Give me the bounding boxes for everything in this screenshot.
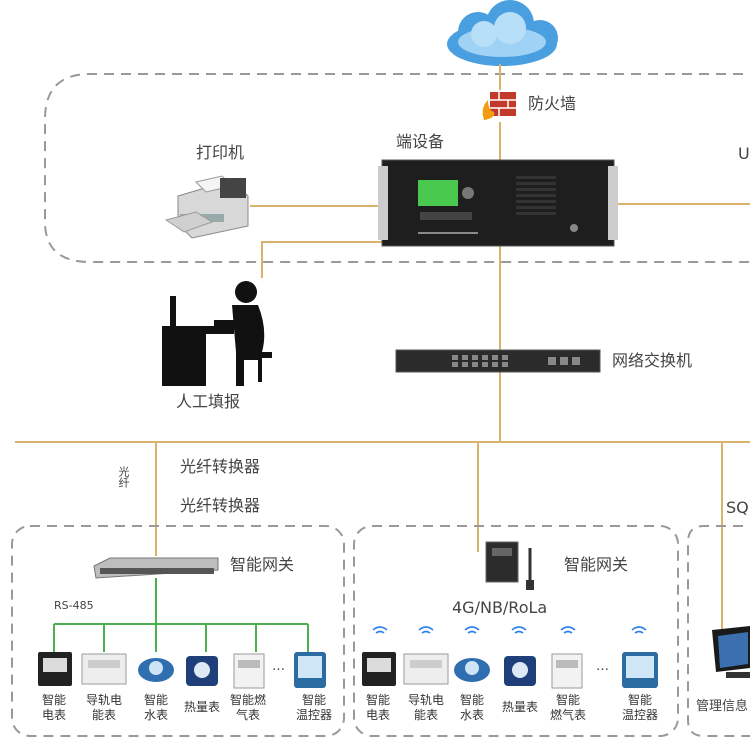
electric-meter-icon: [38, 652, 72, 686]
middle-gateway-label: 智能网关: [564, 555, 629, 574]
middle-device-name: 导轨电能表: [407, 693, 444, 722]
converter-label-2: 光纤转换器: [180, 496, 261, 515]
switch-label: 网络交换机: [612, 351, 693, 370]
middle-device-name: 智能水表: [459, 693, 484, 722]
wifi-icons: [372, 626, 647, 634]
rs485-label: RS-485: [54, 599, 94, 612]
middle-device-icons: [362, 652, 658, 689]
network-switch-icon: [395, 349, 601, 373]
firewall-label: 防火墙: [528, 94, 577, 113]
printer-icon: [164, 175, 249, 239]
middle-ellipsis: …: [596, 659, 609, 674]
person-desk-icon: [162, 281, 272, 386]
left-device-name: 热量表: [183, 700, 220, 714]
end-device-label: 端设备: [396, 132, 445, 151]
right-cut-label: U: [738, 144, 750, 163]
protocols-label: 4G/NB/RoLa: [452, 598, 548, 617]
left-dashed-box: [11, 525, 345, 737]
gas-meter-icon: [233, 653, 265, 689]
firewall-icon: [482, 92, 516, 120]
right-sq-label: SQ: [726, 498, 749, 517]
computer-icon: [712, 626, 750, 678]
end-device-icon: [378, 159, 618, 247]
left-device-name: 智能电表: [41, 693, 66, 722]
converter-label-1: 光纤转换器: [180, 457, 261, 476]
middle-dashed-box: [353, 525, 679, 737]
left-ellipsis: …: [272, 659, 285, 674]
left-device-name: 导轨电能表: [85, 693, 122, 722]
left-gateway-label: 智能网关: [230, 555, 295, 574]
gas-meter-icon: [551, 653, 583, 689]
middle-gateway-icon: [485, 541, 534, 590]
left-device-name: 智能燃气表: [229, 693, 266, 722]
middle-device-name: 智能温控器: [621, 693, 658, 722]
left-device-icons: [38, 652, 326, 689]
heat-meter-icon: [504, 656, 536, 686]
mgmt-label: 管理信息: [696, 699, 749, 714]
printer-label: 打印机: [196, 143, 245, 162]
left-gateway-icon: [93, 557, 219, 579]
right-dashed-box: [687, 525, 750, 737]
manual-entry-label: 人工填报: [176, 392, 241, 411]
rs485-bus: [53, 578, 309, 652]
left-device-name: 智能温控器: [295, 693, 332, 722]
rail-meter-icon: [403, 653, 449, 685]
middle-device-name: 智能燃气表: [549, 693, 586, 722]
cloud-icon: [447, 0, 558, 66]
left-device-name: 智能水表: [143, 693, 168, 722]
fiber-vertical-label: 光纤: [117, 466, 130, 488]
water-meter-icon: [138, 658, 174, 682]
rail-meter-icon: [81, 653, 127, 685]
middle-device-name: 智能电表: [365, 693, 390, 722]
thermostat-icon: [622, 652, 658, 688]
water-meter-icon: [454, 658, 490, 682]
thermostat-icon: [294, 652, 326, 688]
manual-link: [261, 241, 382, 278]
middle-device-name: 热量表: [501, 700, 538, 714]
top-dashed-region: [44, 73, 750, 263]
electric-meter-icon: [362, 652, 396, 686]
heat-meter-icon: [186, 656, 218, 686]
